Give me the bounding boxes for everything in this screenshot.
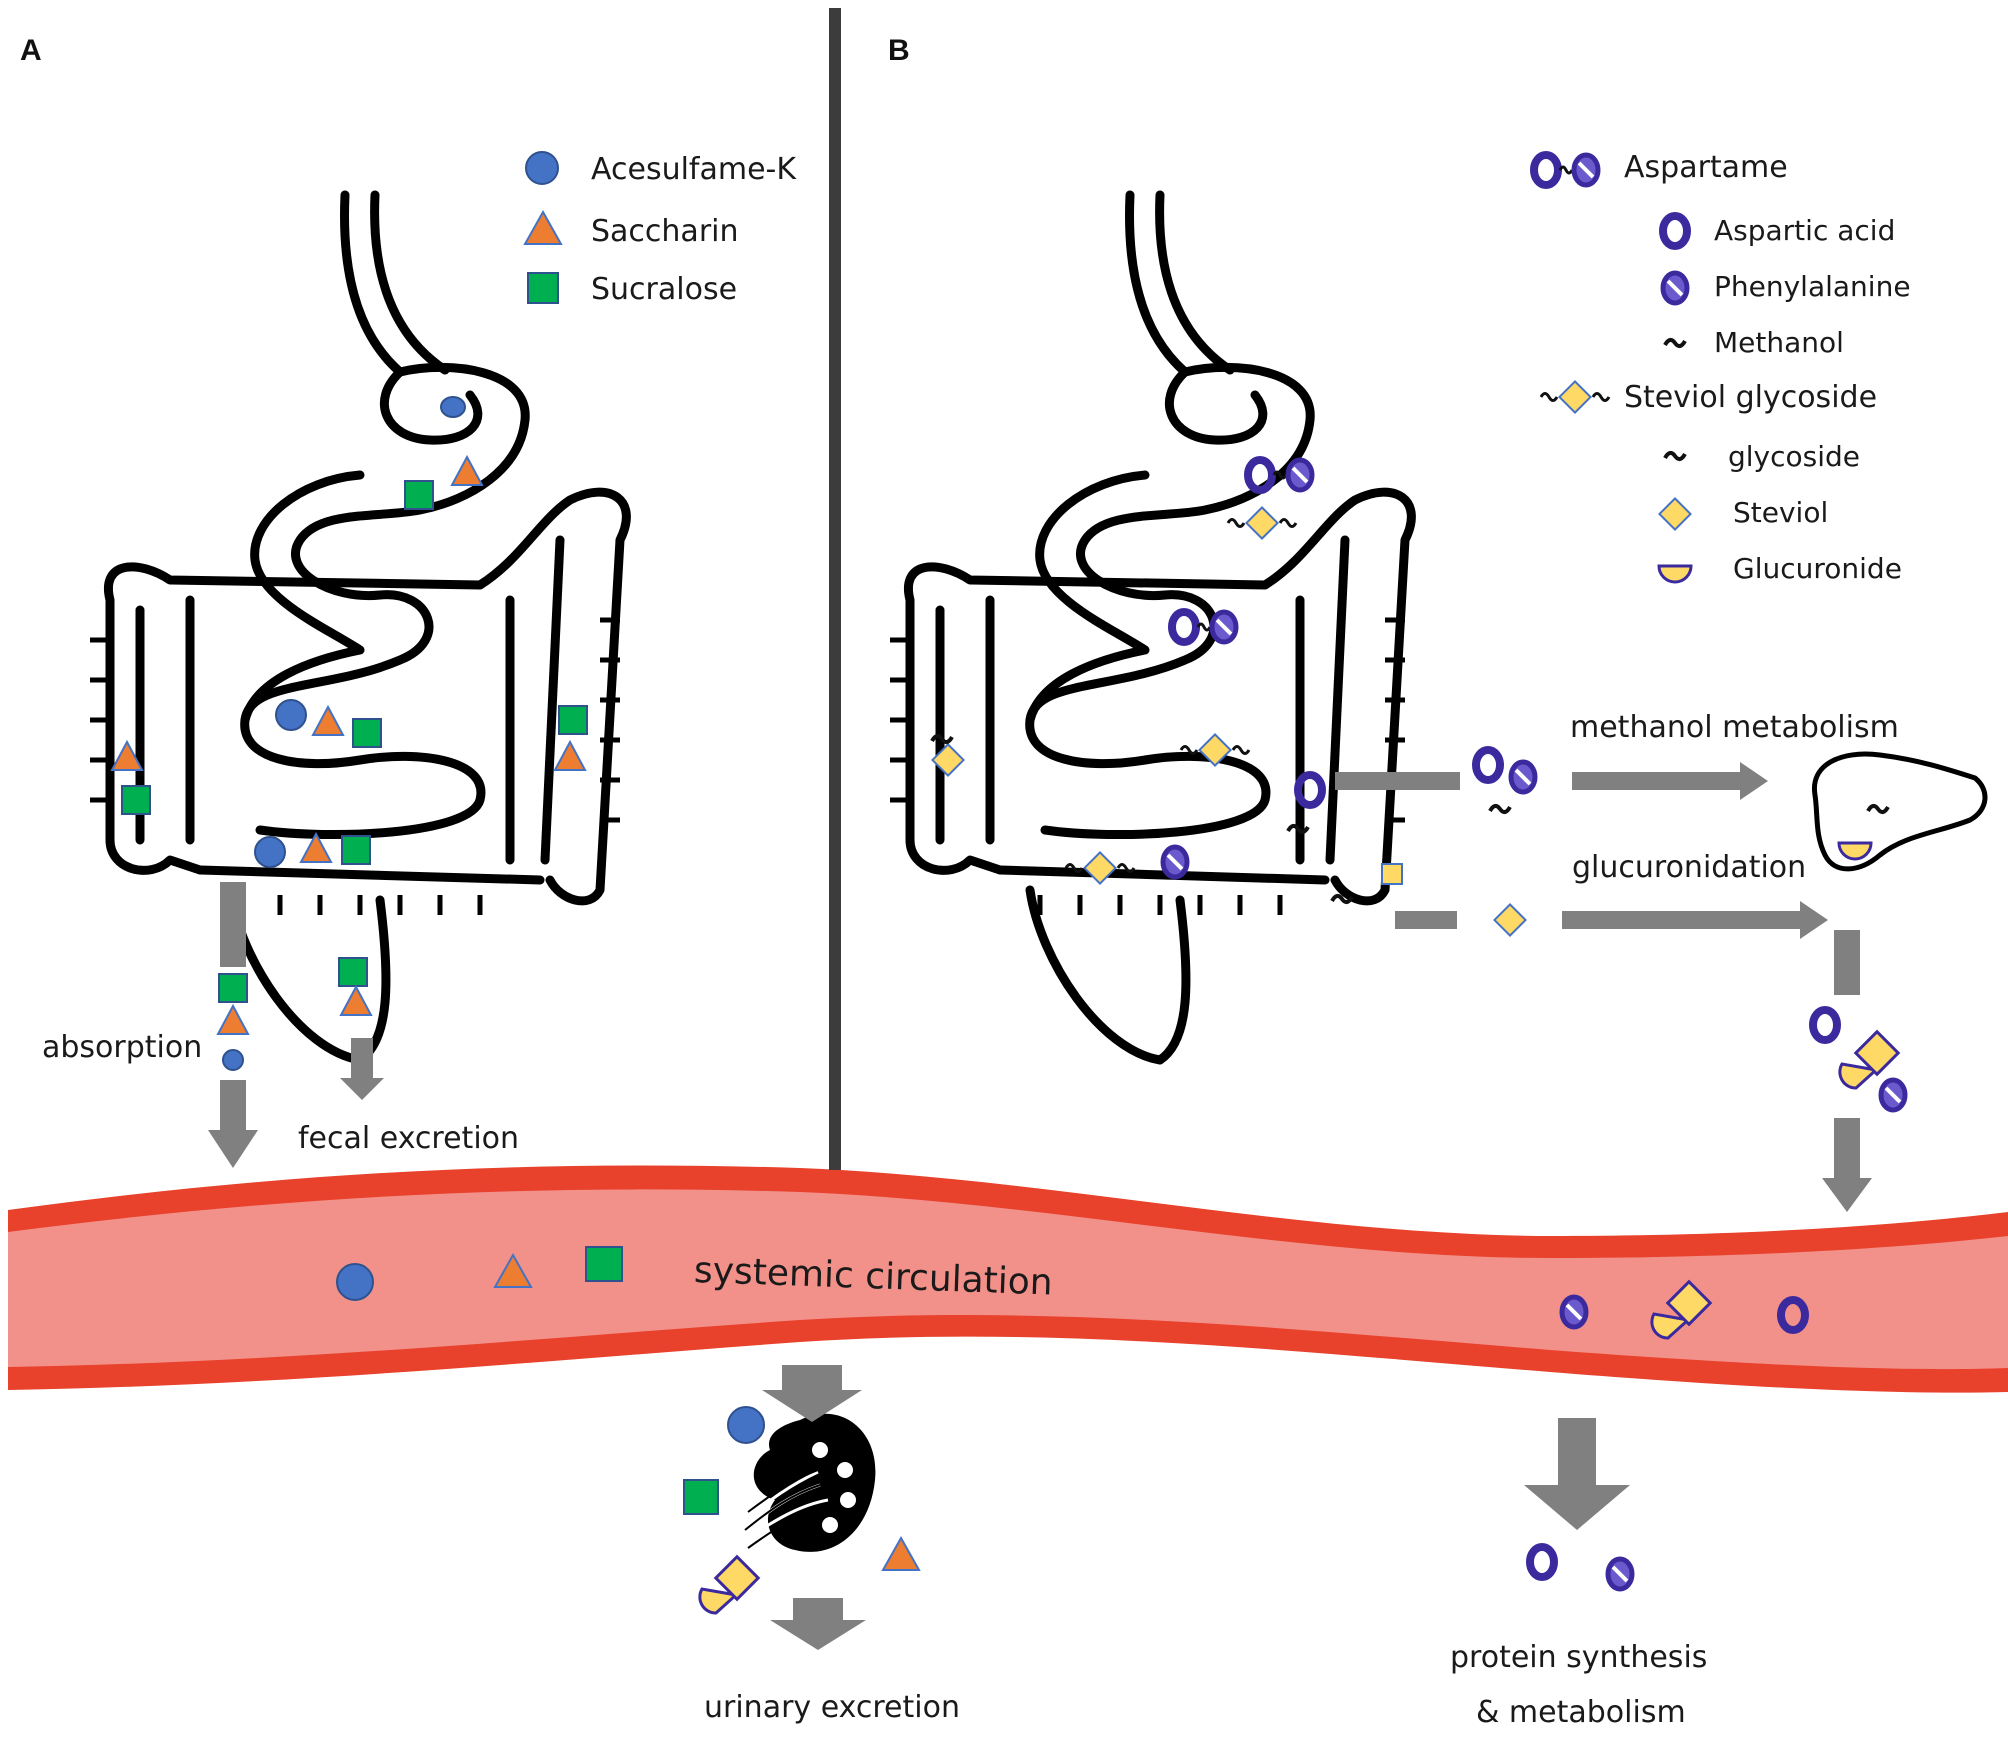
- colon-folds-b: [890, 617, 1405, 915]
- aspartame-legend-icon: [1534, 155, 1598, 185]
- legend-acesulfame: Acesulfame-K: [591, 152, 797, 187]
- legend-glycoside: glycoside: [1728, 440, 1861, 473]
- legend-steviol-glycoside: Steviol glycoside: [1624, 380, 1878, 415]
- metabolism-label: & metabolism: [1476, 1695, 1686, 1730]
- legend-steviol: Steviol: [1733, 496, 1829, 529]
- fecal-excretion-label: fecal excretion: [298, 1121, 520, 1156]
- sucralose-legend-icon: [527, 272, 559, 304]
- legend-sucralose: Sucralose: [591, 272, 738, 307]
- flow-arrows: [208, 762, 1872, 1650]
- legend-phenylalanine: Phenylalanine: [1714, 270, 1911, 303]
- gut-illustration-a: [103, 190, 631, 1065]
- liver-illustration: [1811, 751, 1988, 872]
- blood-vessel-lumen: [8, 1189, 2008, 1370]
- legend-saccharin: Saccharin: [591, 214, 739, 249]
- protein-synthesis-label: protein synthesis: [1450, 1640, 1708, 1675]
- kidney-illustration: [744, 1413, 876, 1552]
- steviol-glycoside-legend-icon: [1541, 381, 1609, 412]
- methanol-metabolism-label: methanol metabolism: [1570, 710, 1899, 745]
- legend-glucuronide: Glucuronide: [1733, 552, 1902, 585]
- panel-b-label: B: [888, 34, 910, 67]
- glucuronidation-label: glucuronidation: [1572, 850, 1807, 885]
- panel-a-molecules: [111, 396, 921, 1615]
- steviol-legend-icon: [1658, 497, 1692, 531]
- panel-divider: [829, 8, 841, 1170]
- saccharin-legend-icon: [523, 209, 563, 245]
- legend-a-icons: [523, 151, 563, 304]
- phenylalanine-legend-icon: [1663, 273, 1687, 303]
- gut-illustration-b: [903, 190, 1416, 1065]
- glucuronide-legend-icon: [1657, 564, 1693, 584]
- colon-folds-a: [90, 617, 620, 915]
- legend-b-icons: [1534, 155, 1693, 584]
- panel-a-label: A: [20, 34, 42, 67]
- legend-aspartame: Aspartame: [1624, 150, 1788, 185]
- methanol-legend-icon: [1663, 337, 1687, 349]
- legend-methanol: Methanol: [1714, 326, 1844, 359]
- legend-aspartic-acid: Aspartic acid: [1714, 214, 1896, 247]
- aspartic-acid-legend-icon: [1663, 216, 1687, 246]
- absorption-label: absorption: [42, 1030, 203, 1065]
- glycoside-legend-icon: [1663, 450, 1687, 462]
- panel-b-molecules: [930, 460, 1905, 1589]
- acesulfame-legend-icon: [525, 151, 559, 185]
- urinary-excretion-label: urinary excretion: [704, 1690, 960, 1725]
